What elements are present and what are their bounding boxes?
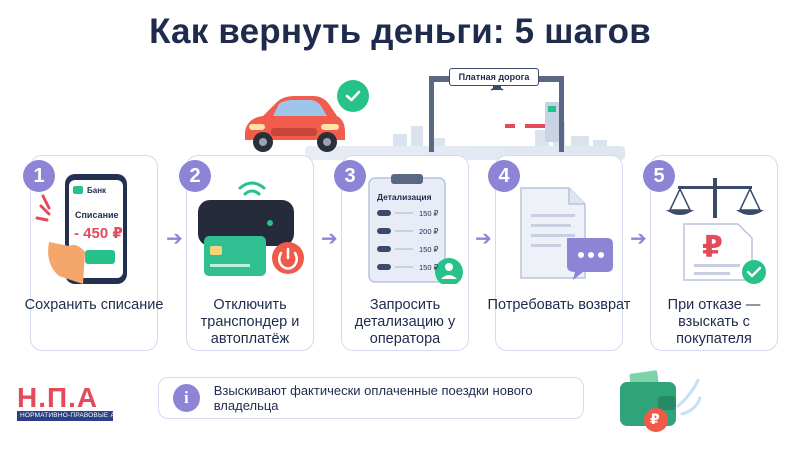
- clipboard-row-value: 150 ₽: [419, 245, 439, 254]
- document-chat-illustration: [520, 187, 613, 280]
- phone-illustration: Банк Списание - 450 ₽: [19, 172, 169, 284]
- scales-illustration: ₽: [640, 172, 790, 284]
- phone-amount: - 450 ₽: [74, 225, 123, 242]
- clipboard-row-value: 150 ₽: [419, 263, 439, 272]
- toll-road-sign: Платная дорога: [449, 68, 539, 86]
- check-icon: [337, 80, 369, 112]
- wallet-ruble-sign: ₽: [650, 411, 660, 427]
- clipboard-heading: Детализация: [377, 192, 432, 202]
- info-note: i Взыскивают фактически оплаченные поезд…: [158, 377, 584, 419]
- step-number-2: 2: [179, 160, 211, 192]
- car-icon: [245, 96, 345, 152]
- page-title: Как вернуть деньги: 5 шагов: [149, 12, 651, 51]
- info-text: Взыскивают фактически оплаченные поездки…: [213, 383, 533, 413]
- hero-illustration: Платная дорога: [225, 58, 625, 160]
- info-icon: i: [173, 384, 200, 412]
- phone-bank-label: Банк: [87, 186, 107, 195]
- step-label-2: Отключить транспондер и автоплатёж: [200, 297, 300, 347]
- step-number-5: 5: [643, 160, 675, 192]
- step-label-5: При отказе — взыскать с покупателя: [667, 297, 761, 347]
- clipboard-row-value: 200 ₽: [419, 227, 439, 236]
- transponder-illustration: [198, 181, 304, 276]
- clipboard-illustration: Детализация 150 ₽ 200 ₽ 150 ₽ 150 ₽: [331, 172, 481, 284]
- step-label-3: Запросить детализацию у оператора: [354, 297, 456, 347]
- clipboard-row-value: 150 ₽: [419, 209, 439, 218]
- ruble-sign-icon: ₽: [702, 231, 723, 264]
- wallet-icon: ₽: [612, 366, 702, 434]
- step-number-1: 1: [23, 160, 55, 192]
- phone-caption: Списание: [75, 210, 119, 220]
- step-label-4: Потребовать возврат: [487, 297, 631, 313]
- arrow-right-icon: ➔: [475, 228, 492, 250]
- step-number-3: 3: [334, 160, 366, 192]
- step-label-1: Сохранить списание: [24, 297, 164, 313]
- arrow-right-icon: ➔: [321, 228, 338, 250]
- logo-subtitle: НОРМАТИВНО-ПРАВОВЫЕ АКТЫ: [17, 411, 113, 421]
- arrow-right-icon: ➔: [166, 228, 183, 250]
- logo-letters: Н.П.А: [17, 382, 99, 413]
- step-number-4: 4: [488, 160, 520, 192]
- npa-logo: Н.П.А НОРМАТИВНО-ПРАВОВЫЕ АКТЫ: [17, 382, 113, 421]
- arrow-right-icon: ➔: [630, 228, 647, 250]
